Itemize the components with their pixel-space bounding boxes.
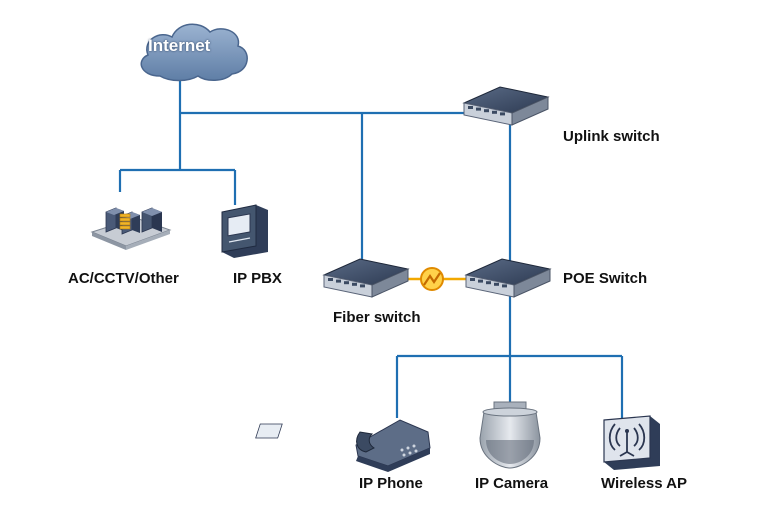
- pbx-icon: [221, 204, 268, 258]
- connection-lines: [118, 72, 624, 418]
- fiber-switch-label: Fiber switch: [333, 309, 421, 326]
- ac-cctv-label: AC/CCTV/Other: [68, 270, 179, 287]
- wireless-ap-label: Wireless AP: [601, 475, 688, 492]
- server-rack-icon: [90, 207, 172, 250]
- ip-pbx-label: IP PBX: [233, 270, 282, 287]
- uplink-switch-label: Uplink switch: [563, 128, 660, 145]
- fiber-link: [404, 267, 468, 291]
- phone-icon: [255, 419, 431, 472]
- poe-switch-label: POE Switch: [563, 270, 648, 287]
- fiber-link-icon: [420, 267, 444, 291]
- fiber-switch-icon: [322, 258, 410, 298]
- poe-switch-icon: [464, 258, 552, 298]
- access-point-icon: [603, 415, 660, 470]
- uplink-switch-icon: [462, 86, 550, 126]
- internet-label: Internet: [148, 36, 211, 55]
- dome-camera-icon: [479, 401, 541, 469]
- ip-camera-label: IP Camera: [475, 475, 549, 492]
- ip-phone-label: IP Phone: [359, 475, 423, 492]
- cloud-icon: [140, 23, 248, 82]
